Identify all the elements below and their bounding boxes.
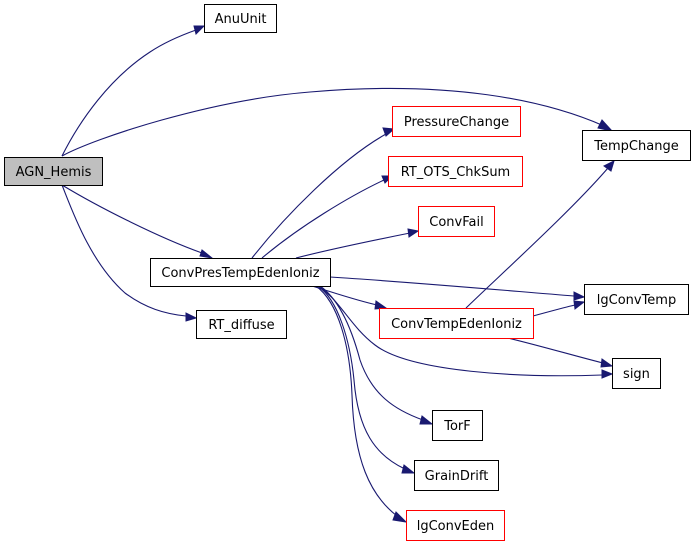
node-box[interactable] <box>196 310 287 339</box>
arrowhead-icon <box>392 511 408 523</box>
arrowhead-icon <box>374 300 388 310</box>
node-label: PressureChange <box>404 115 509 130</box>
node-label: lgConvTemp <box>597 293 676 308</box>
edge-line <box>61 184 187 317</box>
arrowhead-icon <box>185 312 198 322</box>
node-label: ConvTempEdenIoniz <box>391 317 522 332</box>
node-box[interactable] <box>406 510 505 541</box>
arrowhead-icon <box>603 160 615 172</box>
node-label: RT_diffuse <box>208 318 274 333</box>
edge-convprestempedenioniz-to-pressurechange <box>251 127 396 259</box>
edge-convprestempedenioniz-to-torf <box>319 285 434 425</box>
node-tempchange[interactable]: TempChange <box>582 130 691 161</box>
call-nodes: AGN_Hemis AnuUnitTempChangeConvPresTempEd… <box>4 4 691 541</box>
node-box[interactable] <box>392 106 521 137</box>
edge-line <box>507 337 604 364</box>
edge-agn_hemis-to-convprestempedenioniz <box>61 184 214 259</box>
edge-line <box>61 29 197 157</box>
edge-line <box>251 133 387 259</box>
edge-convprestempedenioniz-to-convfail <box>295 228 420 259</box>
edge-agn_hemis-to-tempchange <box>61 87 614 157</box>
edge-convtempedenioniz-to-tempchange <box>465 160 615 309</box>
arrowhead-icon <box>597 119 614 132</box>
node-sign[interactable]: sign <box>612 358 661 389</box>
call-edges <box>61 25 615 523</box>
node-box[interactable] <box>379 308 534 339</box>
node-igconveden[interactable]: lgConvEden <box>406 510 505 541</box>
edge-line <box>61 87 605 157</box>
node-label: ConvPresTempEdenIoniz <box>161 266 319 281</box>
arrowhead-icon <box>193 25 206 35</box>
arrowhead-icon <box>601 369 614 379</box>
node-box[interactable] <box>432 410 483 441</box>
node-torf[interactable]: TorF <box>432 410 483 441</box>
edge-line <box>295 232 411 259</box>
arrowhead-icon <box>573 291 586 301</box>
arrowhead-icon <box>600 358 614 368</box>
node-box[interactable] <box>150 258 331 287</box>
edge-convprestempedenioniz-to-graindrift <box>317 285 416 474</box>
edge-line <box>261 179 385 259</box>
node-box[interactable] <box>612 358 661 389</box>
edge-line <box>61 184 203 254</box>
node-pressurechange[interactable]: PressureChange <box>392 106 521 137</box>
edge-line <box>315 285 398 517</box>
node-agn_hemis[interactable]: AGN_Hemis <box>4 157 103 186</box>
node-label: sign <box>623 367 650 382</box>
node-box[interactable] <box>418 206 495 237</box>
node-label: TempChange <box>593 139 678 154</box>
node-label: GrainDrift <box>425 469 489 484</box>
edge-convprestempedenioniz-to-igconvtemp <box>329 276 586 301</box>
node-convprestempedenioniz[interactable]: ConvPresTempEdenIoniz <box>150 258 331 287</box>
node-rt_diffuse[interactable]: RT_diffuse <box>196 310 287 339</box>
node-convtempedenioniz[interactable]: ConvTempEdenIoniz <box>379 308 534 339</box>
edge-line <box>319 285 424 421</box>
arrowhead-icon <box>401 464 416 474</box>
arrowhead-icon <box>199 249 214 259</box>
node-label: ConvFail <box>429 215 483 230</box>
edge-line <box>317 285 603 377</box>
edge-convtempedenioniz-to-igconvtemp <box>532 300 586 317</box>
node-box[interactable] <box>388 156 523 187</box>
edge-convtempedenioniz-to-sign <box>507 337 614 368</box>
node-box[interactable] <box>4 157 103 186</box>
edge-agn_hemis-to-anuunit <box>61 25 206 157</box>
edge-line <box>329 276 575 297</box>
edge-line <box>465 167 609 309</box>
node-label: RT_OTS_ChkSum <box>401 165 510 180</box>
node-label: AnuUnit <box>215 12 267 27</box>
edge-line <box>532 304 576 317</box>
arrowhead-icon <box>419 415 434 425</box>
arrowhead-icon <box>407 228 420 238</box>
node-box[interactable] <box>414 460 499 491</box>
node-label: TorF <box>443 419 471 434</box>
edge-agn_hemis-to-rt_diffuse <box>61 184 198 322</box>
node-igconvtemp[interactable]: lgConvTemp <box>584 284 689 315</box>
edge-convprestempedenioniz-to-rt_ots_chksum <box>261 175 394 259</box>
node-label: lgConvEden <box>417 519 495 534</box>
edge-line <box>317 285 406 470</box>
arrowhead-icon <box>382 127 396 137</box>
node-label: AGN_Hemis <box>16 165 92 180</box>
node-box[interactable] <box>584 284 689 315</box>
node-anuunit[interactable]: AnuUnit <box>204 4 277 33</box>
node-convfail[interactable]: ConvFail <box>418 206 495 237</box>
node-box[interactable] <box>204 4 277 33</box>
node-rt_ots_chksum[interactable]: RT_OTS_ChkSum <box>388 156 523 187</box>
edge-convprestempedenioniz-to-sign <box>317 285 614 379</box>
arrowhead-icon <box>573 300 586 310</box>
node-box[interactable] <box>582 130 691 161</box>
node-graindrift[interactable]: GrainDrift <box>414 460 499 491</box>
edge-convprestempedenioniz-to-igconveden <box>315 285 408 523</box>
